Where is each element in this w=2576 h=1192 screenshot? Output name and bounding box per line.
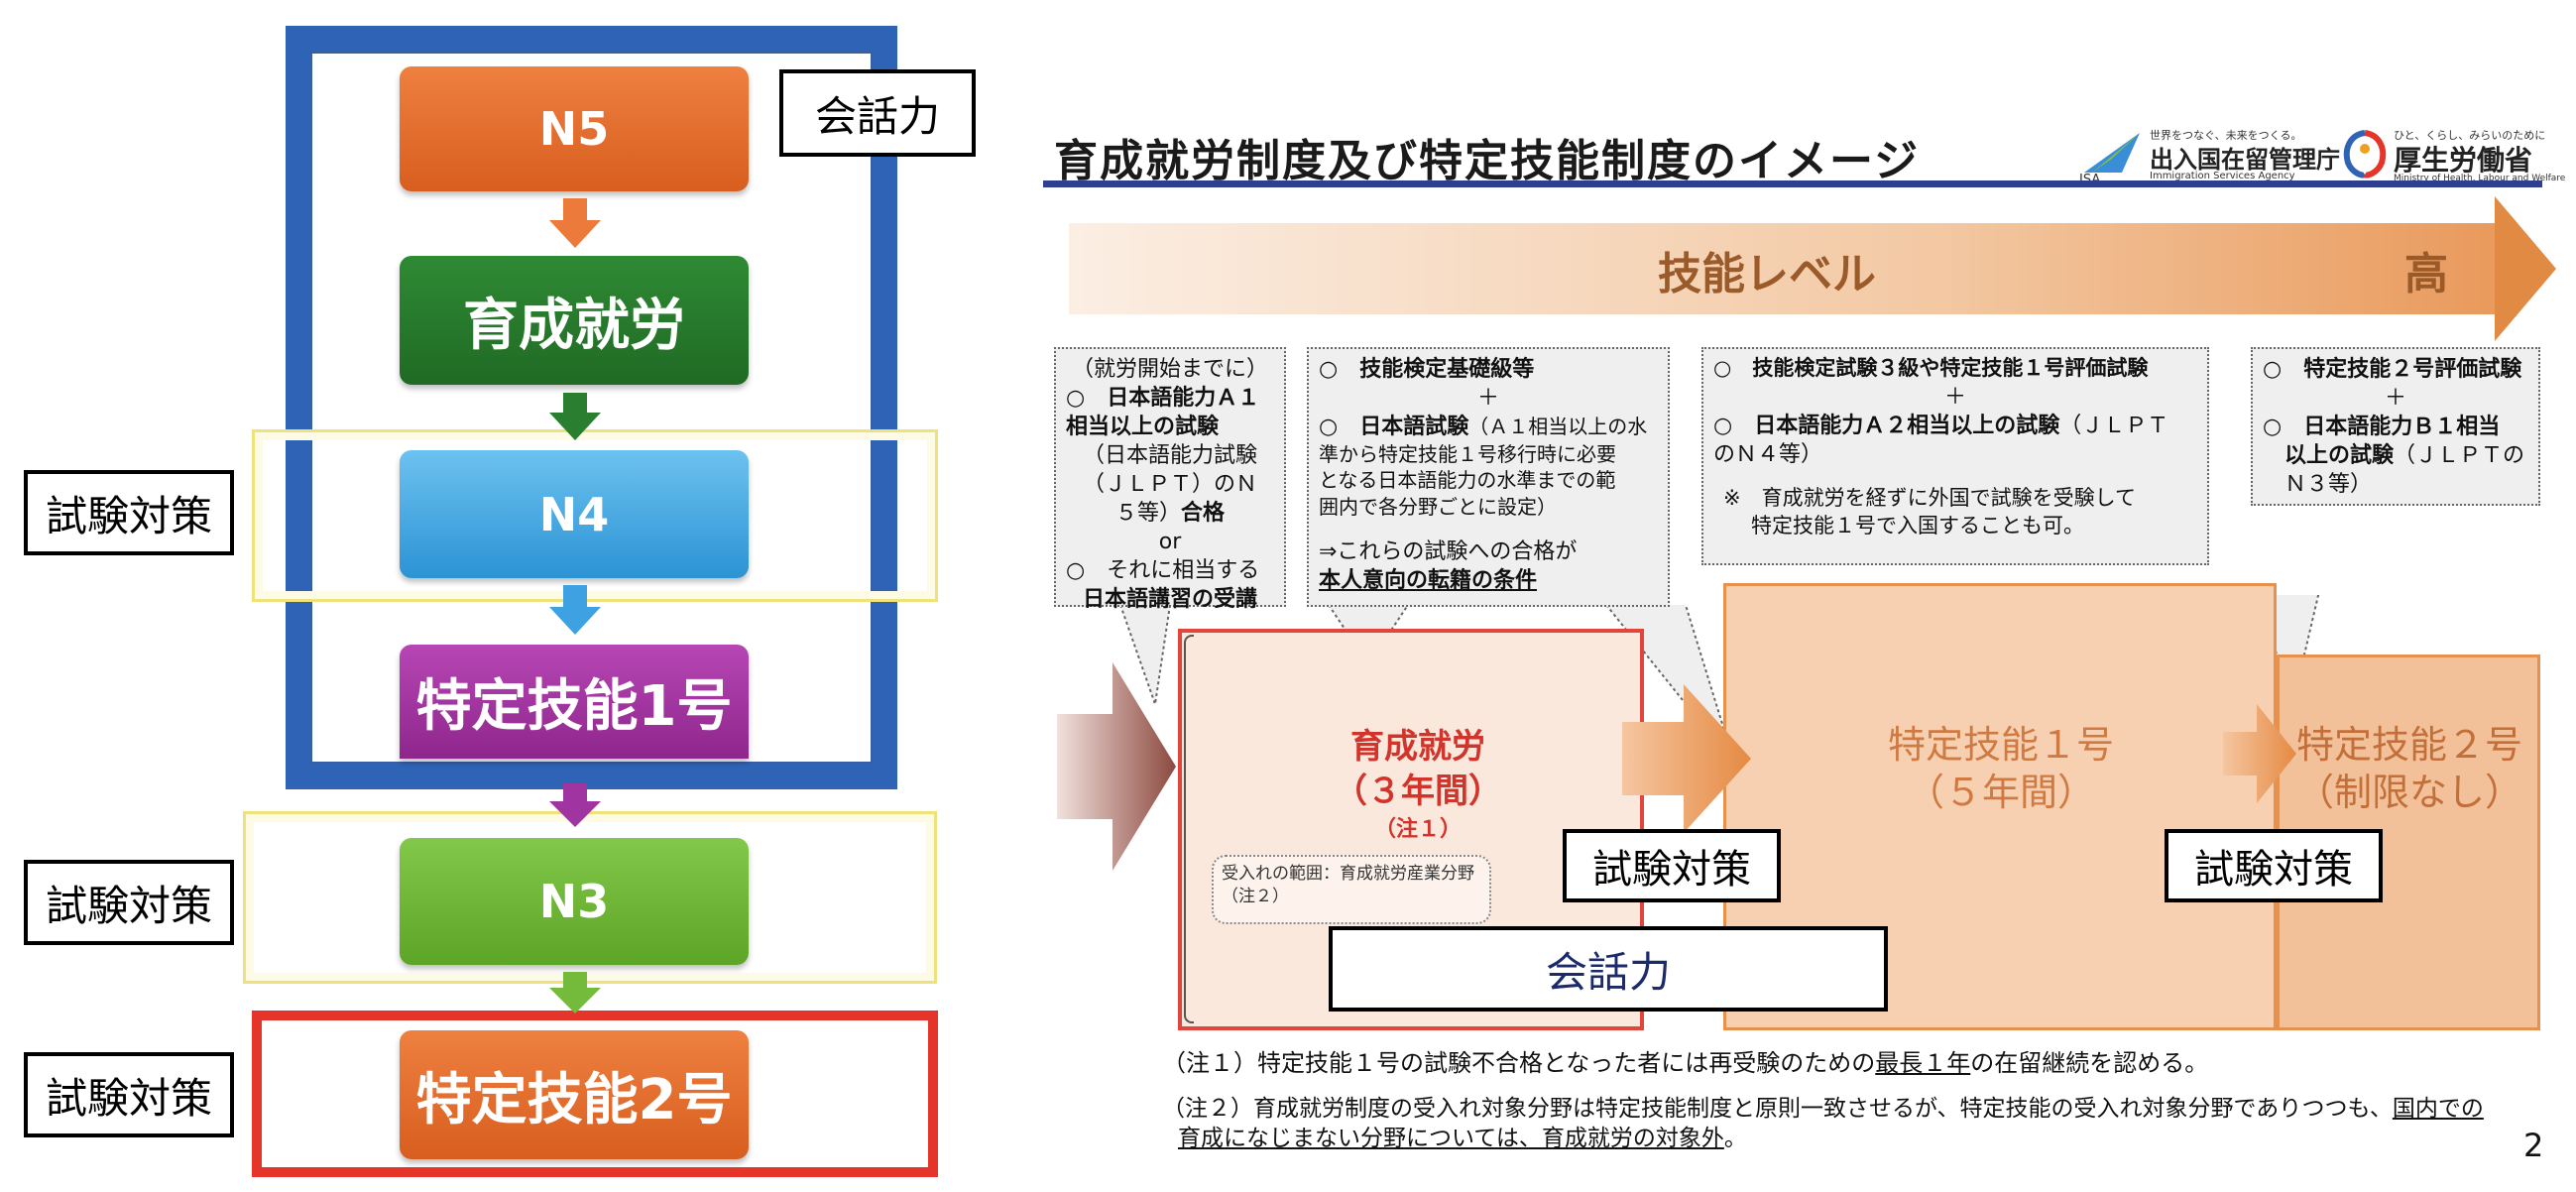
arrow-down-3-stem bbox=[563, 585, 587, 607]
callout3-line2b: （ＪＬＰＴ bbox=[2059, 413, 2169, 438]
entry-arrow-icon bbox=[1057, 662, 1176, 871]
isa-tagline: 世界をつなぐ、未来をつくる。 bbox=[2150, 129, 2302, 142]
footnote-2d: 。 bbox=[1723, 1126, 1747, 1151]
callout4-line1: ○ 特定技能２号評価試験 bbox=[2263, 357, 2522, 382]
footnote-2a: （注２）育成就労制度の受入れ対象分野は特定技能制度と原則一致させるが、特定技能の… bbox=[1162, 1096, 2393, 1122]
arrow-down-3-icon bbox=[549, 607, 601, 635]
callout2-plus: ＋ bbox=[1476, 386, 1499, 412]
callout3-line5: 特定技能１号で入国することも可。 bbox=[1751, 513, 2084, 537]
callout4-line3b: （ＪＬＰＴの bbox=[2394, 443, 2525, 469]
mhlw-tagline: ひと、くらし、みらいのために bbox=[2394, 129, 2546, 142]
shiken-label-n3: 試験対策 bbox=[24, 860, 234, 945]
callout1-line1: （就労開始までに） bbox=[1071, 357, 1268, 382]
tokutei1-name: 特定技能１号 bbox=[1887, 723, 2114, 767]
callout4-plus: ＋ bbox=[2384, 386, 2406, 412]
isa-name: 出入国在留管理庁 bbox=[2150, 146, 2340, 174]
ikusei-scope-box: 受入れの範囲：育成就労産業分野 （注２） bbox=[1212, 855, 1491, 924]
footnote-1a: （注１）特定技能１号の試験不合格となった者には再受験のための bbox=[1162, 1049, 1876, 1077]
step-tokutei-ginou-1: 特定技能1号 bbox=[400, 645, 749, 759]
callout2-line2c: （Ａ１相当以上の水 bbox=[1468, 415, 1648, 439]
callout2-line2b: 日本語試験 bbox=[1359, 415, 1469, 440]
callout2-line3: 準から特定技能１号移行時に必要 bbox=[1319, 442, 1616, 467]
footnote-2c: 育成になじまない分野については、育成就労の対象外 bbox=[1178, 1126, 1724, 1151]
callout-ikusei-tests: ○ 技能検定基礎級等 ＋ ○ 日本語試験（Ａ１相当以上の水 準から特定技能１号移… bbox=[1307, 347, 1670, 607]
transition-arrow-2-icon bbox=[2223, 704, 2296, 803]
mhlw-name-en: Ministry of Health, Labour and Welfare bbox=[2394, 174, 2566, 183]
ikusei-name: 育成就労 bbox=[1350, 727, 1485, 767]
arrow-down-1-stem bbox=[563, 198, 587, 220]
callout1-line5: （ＪＬＰＴ）のＮ bbox=[1082, 472, 1257, 498]
callout-tokutei2-tests: ○ 特定技能２号評価試験 ＋ ○ 日本語能力Ｂ１相当 以上の試験（ＪＬＰＴの Ｎ… bbox=[2251, 347, 2540, 506]
ikusei-scope-line1: 受入れの範囲：育成就労産業分野 bbox=[1222, 864, 1474, 884]
callout4-line4: Ｎ３等） bbox=[2284, 472, 2373, 498]
ikusei-bracket bbox=[1184, 635, 1194, 1023]
callout2-line5: 囲内で各分野ごとに設定） bbox=[1319, 494, 1557, 519]
callout2-line2a: ○ bbox=[1319, 415, 1360, 440]
callout1-line3: 相当以上の試験 bbox=[1066, 415, 1220, 440]
step-n4: N4 bbox=[400, 450, 749, 578]
callout4-line2: ○ 日本語能力Ｂ１相当 bbox=[2263, 415, 2501, 440]
slide-shiken-label-2: 試験対策 bbox=[2165, 829, 2383, 902]
callout-tokutei1-tests: ○ 技能検定試験３級や特定技能１号評価試験 ＋ ○ 日本語能力Ａ２相当以上の試験… bbox=[1701, 347, 2209, 565]
callout1-line9: 日本語講習の受講 bbox=[1082, 587, 1257, 613]
slide-kaiwa-label: 会話力 bbox=[1329, 926, 1888, 1012]
callout3-line2: ○ 日本語能力Ａ２相当以上の試験 bbox=[1713, 413, 2060, 438]
shiken-label-tokutei2: 試験対策 bbox=[24, 1052, 234, 1137]
step-n3: N3 bbox=[400, 838, 749, 965]
callout-ikusei-requirements: （就労開始までに） ○ 日本語能力Ａ１ 相当以上の試験 （日本語能力試験 （ＪＬ… bbox=[1054, 347, 1286, 612]
isa-name-en: Immigration Services Agency bbox=[2150, 171, 2295, 181]
mhlw-name: 厚生労働省 bbox=[2394, 144, 2533, 177]
shiken-label-n4: 試験対策 bbox=[24, 470, 234, 555]
slide-shiken-label-1: 試験対策 bbox=[1563, 829, 1781, 902]
callout4-line3: 以上の試験 bbox=[2284, 443, 2395, 469]
tokutei2-years: （制限なし） bbox=[2295, 771, 2522, 814]
isa-logo-icon bbox=[2082, 127, 2142, 177]
footnote-2-line1: （注２）育成就労制度の受入れ対象分野は特定技能制度と原則一致させるが、特定技能の… bbox=[1162, 1089, 2484, 1123]
callout1-line8: ○ それに相当する bbox=[1066, 558, 1260, 584]
step-ikusei-shuro: 育成就労 bbox=[400, 256, 749, 385]
step-tokutei-ginou-2: 特定技能2号 bbox=[400, 1030, 749, 1159]
callout1-line6: ５等） bbox=[1114, 501, 1181, 527]
callout2-line7: 本人意向の転籍の条件 bbox=[1319, 568, 1538, 594]
callout3-plus: ＋ bbox=[1943, 384, 1966, 410]
step-n5: N5 bbox=[400, 66, 749, 191]
ikusei-note: （注１） bbox=[1373, 817, 1462, 842]
arrow-down-4-icon bbox=[549, 801, 601, 827]
page-number: 2 bbox=[2523, 1127, 2544, 1164]
arrow-down-1-icon bbox=[549, 220, 601, 248]
arrow-down-2-stem bbox=[563, 393, 587, 413]
skill-high-label: 高 bbox=[2404, 249, 2448, 299]
kaiwa-label: 会話力 bbox=[779, 69, 976, 157]
slide-title: 育成就労制度及び特定技能制度のイメージ bbox=[1054, 136, 1921, 186]
callout1-line6-bold: 合格 bbox=[1181, 501, 1226, 527]
transition-arrow-1-icon bbox=[1622, 684, 1751, 833]
arrow-down-5-icon bbox=[549, 988, 601, 1013]
skill-level-arrow bbox=[1069, 223, 2497, 314]
callout2-line1: ○ 技能検定基礎級等 bbox=[1319, 357, 1535, 382]
callout3-line4: ※ 育成就労を経ずに外国で試験を受験して bbox=[1723, 485, 2136, 510]
callout3-line1: ○ 技能検定試験３級や特定技能１号評価試験 bbox=[1713, 356, 2149, 380]
ikusei-scope-line2: （注２） bbox=[1222, 886, 1289, 906]
tokutei1-years: （５年間） bbox=[1906, 771, 2095, 814]
footnote-2-line2: 育成になじまない分野については、育成就労の対象外。 bbox=[1178, 1119, 1747, 1152]
arrow-down-5-stem bbox=[563, 972, 587, 990]
callout1-or: or bbox=[1158, 530, 1182, 555]
skill-level-arrow-head bbox=[2495, 196, 2556, 341]
arrow-down-4-stem bbox=[563, 783, 587, 803]
ikusei-years: （３年間） bbox=[1334, 772, 1502, 811]
footnote-1c: の在留継続を認める。 bbox=[1970, 1049, 2209, 1077]
callout3-line3: のＮ４等） bbox=[1713, 441, 1823, 467]
footnote-2b: 国内での bbox=[2392, 1096, 2484, 1122]
footnote-1b: 最長１年 bbox=[1875, 1049, 1971, 1077]
callout1-line4: （日本語能力試験 bbox=[1082, 443, 1257, 469]
skill-level-label: 技能レベル bbox=[1658, 249, 1876, 299]
mhlw-logo-icon bbox=[2342, 129, 2388, 179]
footnote-1: （注１）特定技能１号の試験不合格となった者には再受験のための最長１年の在留継続を… bbox=[1162, 1043, 2208, 1078]
callout2-line4: となる日本語能力の水準までの範 bbox=[1319, 468, 1616, 493]
arrow-down-2-icon bbox=[549, 413, 601, 440]
callout2-line6: ⇒これらの試験への合格が bbox=[1319, 539, 1578, 565]
tokutei2-name: 特定技能２号 bbox=[2295, 723, 2522, 767]
title-underline bbox=[1043, 180, 2542, 187]
callout1-line2: ○ 日本語能力Ａ１ bbox=[1066, 386, 1260, 412]
